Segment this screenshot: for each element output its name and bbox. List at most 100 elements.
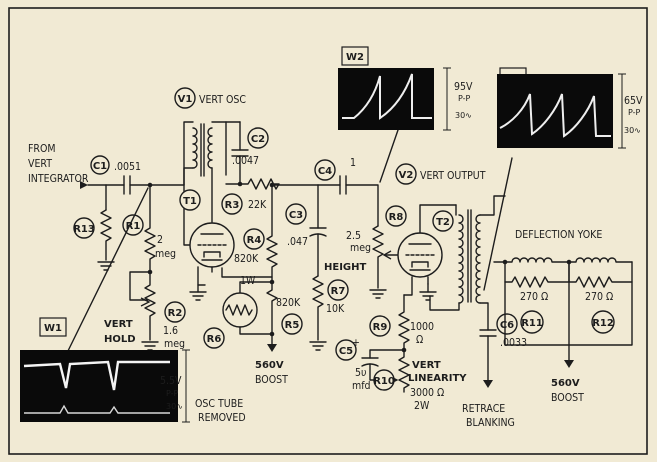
svg-text:meg: meg xyxy=(350,242,371,254)
border xyxy=(8,7,648,455)
c1-value: .0051 xyxy=(114,161,141,173)
svg-text:V2: V2 xyxy=(399,170,414,181)
v1-tube xyxy=(189,222,235,286)
svg-text:R12: R12 xyxy=(592,318,614,329)
svg-text:R13: R13 xyxy=(73,224,95,235)
waveform-w2: W2 95V P-P 30∿ xyxy=(338,46,473,131)
c6-capacitor xyxy=(479,329,497,387)
v2-tube xyxy=(397,204,457,296)
c3-value: .047 xyxy=(287,236,308,248)
t1-tag xyxy=(179,189,201,211)
r12-tag xyxy=(591,310,615,334)
svg-text:HOLD: HOLD xyxy=(104,334,136,345)
r5-value: 820K xyxy=(276,297,301,309)
r5-resistor xyxy=(266,281,278,335)
w1-freq: 30∿ xyxy=(166,402,183,411)
w3-pp: P-P xyxy=(628,108,641,117)
r3-resistor xyxy=(225,178,280,190)
c4-tag xyxy=(314,159,336,181)
svg-text:C1: C1 xyxy=(93,161,107,172)
w3-freq: 30∿ xyxy=(624,126,641,135)
svg-text:C4: C4 xyxy=(318,166,332,177)
input-label: FROM VERT INTEGRATOR xyxy=(28,143,89,185)
vert-hold-label: VERT xyxy=(104,319,133,330)
w2-freq: 30∿ xyxy=(455,111,472,120)
w1-voltage: 5.5V xyxy=(160,375,182,387)
svg-text:Ω: Ω xyxy=(416,334,423,346)
c2-value: .0047 xyxy=(232,155,259,167)
svg-text:R2: R2 xyxy=(168,308,183,319)
w1-note: OSC TUBE xyxy=(195,398,243,410)
r1-value: 2 xyxy=(157,234,163,246)
c2-tag xyxy=(247,127,269,149)
svg-text:C3: C3 xyxy=(289,210,303,221)
r10-value: 3000 Ω xyxy=(410,387,444,399)
r9-resistor xyxy=(398,294,410,351)
r7-value: 10K xyxy=(326,303,345,315)
vert-linearity-label: VERT xyxy=(412,360,441,371)
ground-v1 xyxy=(189,291,207,301)
integrator-label: INTEGRATOR xyxy=(28,173,89,185)
svg-text:T1: T1 xyxy=(183,196,197,207)
svg-text:C5: C5 xyxy=(339,346,353,357)
svg-text:LINEARITY: LINEARITY xyxy=(408,373,467,384)
svg-text:C6: C6 xyxy=(500,320,514,331)
r8-value: 2.5 xyxy=(346,230,361,242)
r6-component xyxy=(222,281,273,335)
c2-capacitor xyxy=(231,121,249,185)
t2-tag xyxy=(432,210,454,232)
r5-tag xyxy=(281,313,303,335)
r1-resistor xyxy=(144,184,156,273)
yoke-coil-left xyxy=(504,257,570,288)
c4-out-wire xyxy=(345,184,379,227)
r2-tag xyxy=(164,301,186,323)
ground-r7 xyxy=(309,341,327,351)
svg-text:2W: 2W xyxy=(414,400,430,412)
w3-voltage: 65V xyxy=(624,95,643,107)
retrace-label: RETRACE xyxy=(462,403,505,415)
input-arrow xyxy=(80,181,88,189)
c5-plus: + xyxy=(352,337,360,349)
r2-value: 1.6 xyxy=(163,325,178,337)
r3-value: 22K xyxy=(248,199,267,211)
r9-value: 1000 xyxy=(410,321,434,333)
r12-value: 270 Ω xyxy=(585,291,613,303)
r2-resistor xyxy=(144,271,156,341)
v1-label: VERT OSC xyxy=(199,94,246,106)
r8-pot xyxy=(372,225,384,289)
r4-resistor xyxy=(266,184,278,283)
r10-tag xyxy=(373,369,395,391)
svg-text:BOOST: BOOST xyxy=(255,374,288,386)
c1-capacitor xyxy=(123,175,131,195)
r4-tag xyxy=(243,228,265,250)
r3-tag xyxy=(221,193,243,215)
svg-text:R5: R5 xyxy=(285,320,300,331)
from-label: FROM xyxy=(28,143,56,155)
svg-text:W1: W1 xyxy=(44,323,62,334)
c6-value: .0033 xyxy=(500,337,527,349)
waveform-w3: W3 65V P-P 30∿ xyxy=(497,67,643,149)
yoke-coil-right xyxy=(568,257,633,288)
r11-tag xyxy=(520,310,544,334)
c5-tag xyxy=(335,339,357,361)
t2-transformer xyxy=(429,195,506,331)
svg-text:T2: T2 xyxy=(436,217,450,228)
ground-v2 xyxy=(419,291,437,301)
svg-text:BLANKING: BLANKING xyxy=(466,417,515,429)
svg-text:REMOVED: REMOVED xyxy=(198,412,246,424)
r7-resistor xyxy=(312,275,324,341)
r9-tag xyxy=(369,315,391,337)
r7-tag xyxy=(327,279,349,301)
svg-text:V1: V1 xyxy=(178,94,193,105)
boost-left-label: 560V xyxy=(255,360,284,371)
c6-tag xyxy=(496,313,518,335)
r10-pot xyxy=(398,349,410,393)
r4-value: 820K xyxy=(234,253,259,265)
w2-voltage: 95V xyxy=(454,81,473,93)
w2-probe-line xyxy=(379,129,399,183)
vert-label: VERT xyxy=(28,158,52,170)
ground-r8 xyxy=(369,289,387,299)
waveform-w1: W1 5.5V P-P 30∿ OSC TUBE REMOVED xyxy=(20,317,246,424)
